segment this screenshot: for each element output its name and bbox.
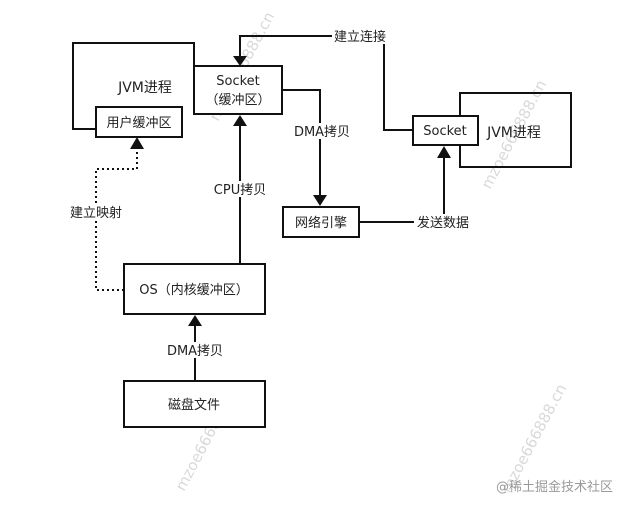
disk-file-label: 磁盘文件 (168, 397, 220, 413)
establish-connection-label: 建立连接 (334, 29, 386, 45)
os-kernel-buffer-label: OS（内核缓冲区） (139, 282, 249, 298)
send-data-arrowhead (437, 146, 451, 158)
send-data-line (359, 157, 445, 223)
disk-file-box (123, 380, 266, 428)
cpu-copy-label: CPU拷贝 (214, 183, 266, 198)
socket-buffer-label-line1: Socket (216, 74, 260, 89)
user-buffer-box (95, 106, 183, 138)
dma-copy-upper-label: DMA拷贝 (294, 125, 350, 140)
socket-buffer-label-line2: （缓冲区） (205, 93, 270, 108)
right-socket-box (412, 115, 479, 146)
cpu-copy-arrowhead (233, 115, 247, 126)
dma-copy-upper-arrowhead (313, 195, 327, 206)
site-watermark: @稀土掘金技术社区 (496, 479, 613, 495)
dma-copy-upper-line (282, 89, 321, 196)
dma-copy-lower-arrowhead (188, 315, 202, 326)
watermark-handle: mzoe666888.cn (498, 381, 571, 496)
establish-connection-arrowhead (233, 56, 247, 66)
left-jvm-title: JVM进程 (117, 80, 172, 96)
user-buffer-label: 用户缓冲区 (106, 115, 171, 131)
dma-copy-lower-label: DMA拷贝 (167, 344, 223, 359)
network-engine-box (282, 206, 360, 238)
network-engine-label: 网络引擎 (295, 215, 347, 231)
socket-buffer-box (193, 65, 283, 115)
memory-mapping-label: 建立映射 (70, 205, 122, 221)
right-socket-label: Socket (423, 124, 467, 139)
memory-mapping-arrowhead (130, 137, 144, 149)
send-data-label: 发送数据 (417, 215, 469, 231)
right-jvm-title: JVM进程 (486, 125, 541, 141)
os-kernel-buffer-box (123, 263, 266, 315)
